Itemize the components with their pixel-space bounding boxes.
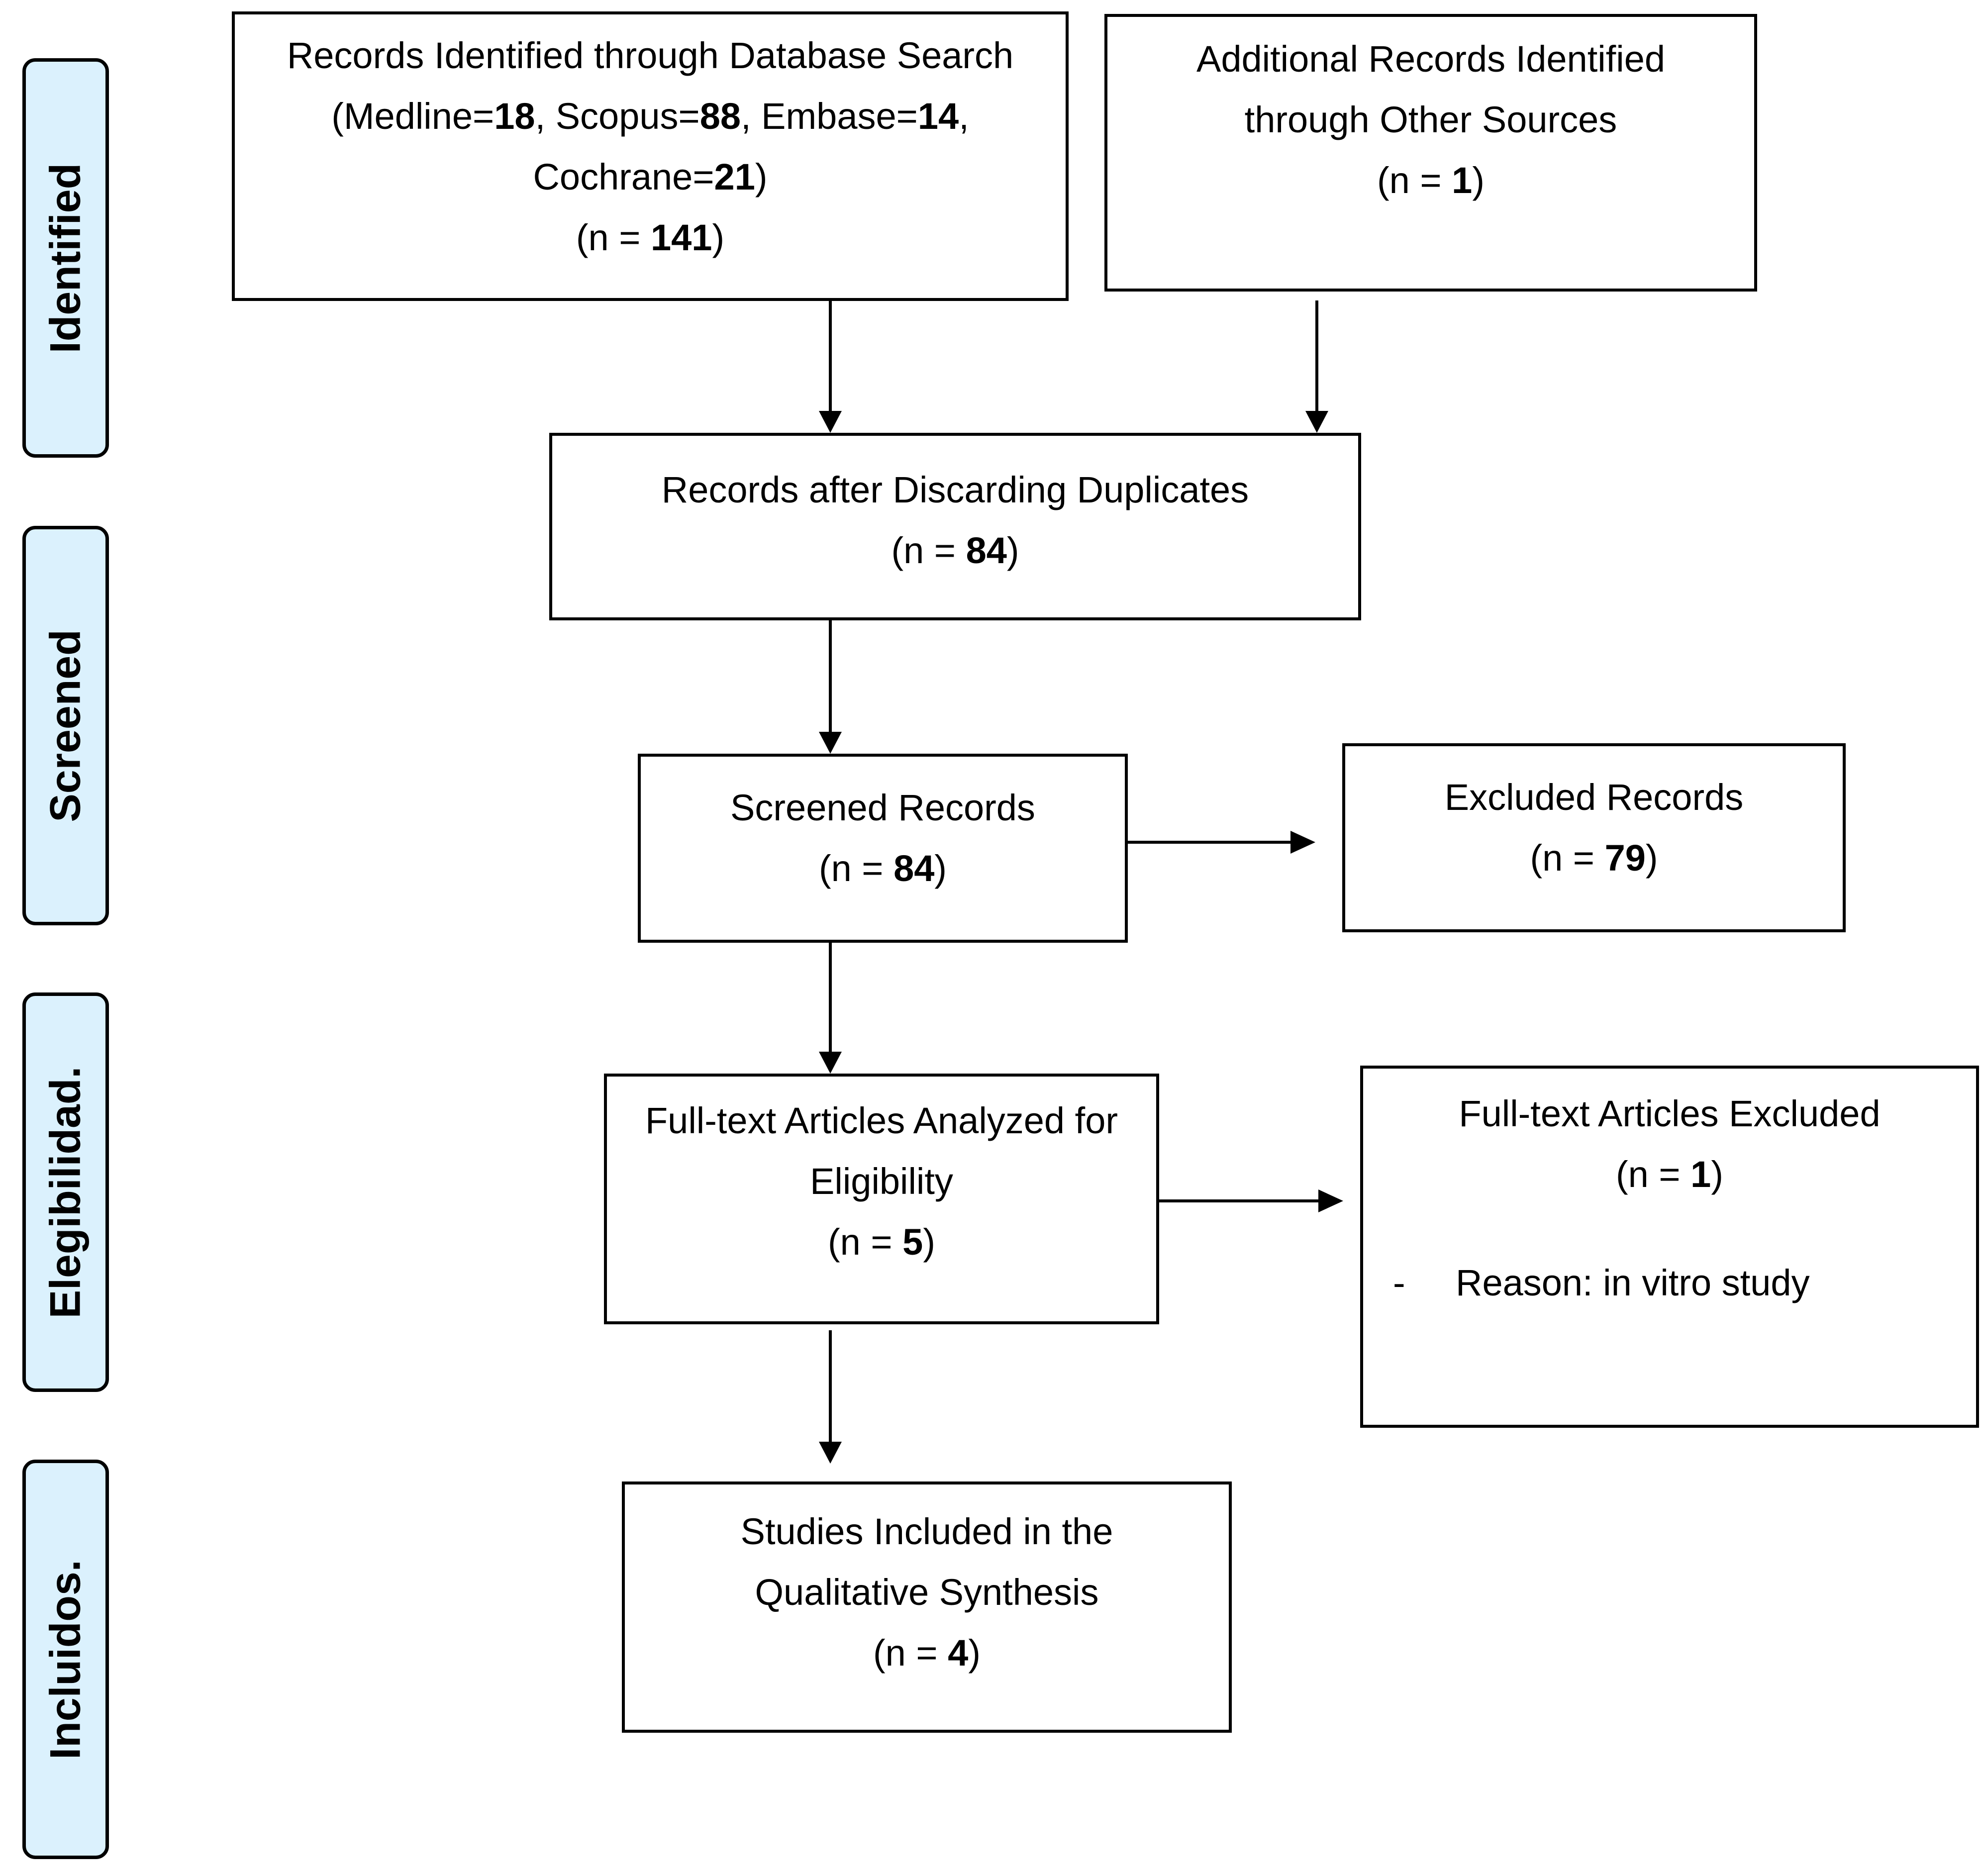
arrowhead-dup-to-screened bbox=[819, 732, 842, 754]
database-search-cochrane: Cochrane=21) bbox=[235, 147, 1066, 207]
phase-eligibility: Elegibilidad. bbox=[22, 992, 109, 1392]
n-open: (n = bbox=[818, 848, 894, 889]
full-text-excluded-title: Full-text Articles Excluded bbox=[1459, 1093, 1881, 1134]
n-open: (n = bbox=[828, 1221, 903, 1263]
database-search-box: Records Identified through Database Sear… bbox=[232, 11, 1069, 301]
n-close: ) bbox=[1645, 837, 1658, 879]
full-text-excluded-n: 1 bbox=[1690, 1154, 1711, 1195]
embase-count: 14 bbox=[917, 96, 959, 137]
phase-label-included: Incluidos. bbox=[41, 1559, 90, 1760]
excluded-box: Excluded Records (n = 79) bbox=[1342, 743, 1846, 932]
arrowhead-fulltext-to-fexcluded bbox=[1318, 1189, 1343, 1212]
n-close: ) bbox=[923, 1221, 935, 1263]
included-box: Studies Included in the Qualitative Synt… bbox=[622, 1481, 1232, 1733]
medline-count: 18 bbox=[494, 96, 535, 137]
excluded-title: Excluded Records bbox=[1444, 777, 1744, 818]
n-close: ) bbox=[1472, 160, 1485, 201]
other-sources-n: 1 bbox=[1452, 160, 1473, 201]
excluded-total: (n = 79) bbox=[1345, 828, 1843, 889]
other-sources-line2: through Other Sources bbox=[1244, 99, 1617, 140]
sources-open: (Medline= bbox=[331, 96, 495, 137]
n-open: (n = bbox=[891, 530, 966, 571]
reason-text: Reason: in vitro study bbox=[1456, 1262, 1810, 1303]
other-sources-total: (n = 1) bbox=[1107, 150, 1754, 211]
phase-screened: Screened bbox=[22, 526, 109, 925]
n-open: (n = bbox=[1616, 1154, 1691, 1195]
screened-n: 84 bbox=[893, 848, 935, 889]
excluded-n: 79 bbox=[1604, 837, 1646, 879]
included-line2: Qualitative Synthesis bbox=[755, 1572, 1099, 1613]
scopus-count: 88 bbox=[699, 96, 741, 137]
full-text-excluded-total: (n = 1) bbox=[1363, 1144, 1976, 1205]
n-close: ) bbox=[968, 1632, 981, 1674]
phase-label-screened: Screened bbox=[41, 629, 90, 822]
n-open: (n = bbox=[576, 217, 651, 258]
n-close: ) bbox=[1006, 530, 1019, 571]
other-sources-box: Additional Records Identified through Ot… bbox=[1104, 14, 1757, 292]
arrowhead-screened-to-excluded bbox=[1290, 831, 1315, 854]
n-open: (n = bbox=[873, 1632, 948, 1674]
reason-dash: - bbox=[1393, 1262, 1405, 1303]
after-duplicates-title: Records after Discarding Duplicates bbox=[661, 469, 1249, 510]
screened-title: Screened Records bbox=[730, 787, 1035, 828]
n-close: ) bbox=[1711, 1154, 1723, 1195]
scopus-label: , Scopus= bbox=[535, 96, 700, 137]
sources-close: ) bbox=[755, 156, 768, 197]
arrowhead-db-to-dup bbox=[819, 411, 842, 433]
database-search-total: (n = 141) bbox=[235, 207, 1066, 268]
included-n: 4 bbox=[948, 1632, 969, 1674]
included-line1: Studies Included in the bbox=[740, 1511, 1113, 1552]
database-search-sources: (Medline=18, Scopus=88, Embase=14, bbox=[331, 96, 969, 137]
cochrane-count: 21 bbox=[714, 156, 755, 197]
full-text-box: Full-text Articles Analyzed for Eligibil… bbox=[604, 1074, 1159, 1324]
after-duplicates-total: (n = 84) bbox=[552, 520, 1358, 581]
phase-included: Incluidos. bbox=[22, 1460, 109, 1859]
full-text-line1: Full-text Articles Analyzed for bbox=[645, 1100, 1118, 1141]
phase-label-identified: Identified bbox=[41, 163, 90, 353]
n-open: (n = bbox=[1530, 837, 1605, 879]
after-duplicates-box: Records after Discarding Duplicates (n =… bbox=[549, 433, 1361, 620]
arrowhead-other-to-dup bbox=[1305, 411, 1328, 433]
database-search-title: Records Identified through Database Sear… bbox=[287, 35, 1014, 76]
phase-label-eligibility: Elegibilidad. bbox=[41, 1066, 90, 1318]
screened-box: Screened Records (n = 84) bbox=[638, 754, 1128, 943]
arrowhead-screened-to-fulltext bbox=[819, 1052, 842, 1074]
cochrane-label: Cochrane= bbox=[533, 156, 714, 197]
embase-label: , Embase= bbox=[741, 96, 918, 137]
exclusion-reason: - Reason: in vitro study bbox=[1393, 1253, 1810, 1313]
after-duplicates-n: 84 bbox=[966, 530, 1007, 571]
screened-total: (n = 84) bbox=[641, 838, 1125, 899]
database-search-n: 141 bbox=[651, 217, 712, 258]
full-text-excluded-box: Full-text Articles Excluded (n = 1) - Rea… bbox=[1360, 1066, 1979, 1428]
full-text-total: (n = 5) bbox=[607, 1212, 1156, 1273]
arrowhead-fulltext-to-included bbox=[819, 1442, 842, 1464]
n-open: (n = bbox=[1377, 160, 1452, 201]
n-close: ) bbox=[934, 848, 947, 889]
n-close: ) bbox=[712, 217, 725, 258]
phase-identified: Identified bbox=[22, 58, 109, 458]
full-text-line2: Eligibility bbox=[810, 1161, 953, 1202]
other-sources-line1: Additional Records Identified bbox=[1196, 38, 1666, 80]
full-text-n: 5 bbox=[902, 1221, 923, 1263]
included-total: (n = 4) bbox=[625, 1623, 1229, 1683]
